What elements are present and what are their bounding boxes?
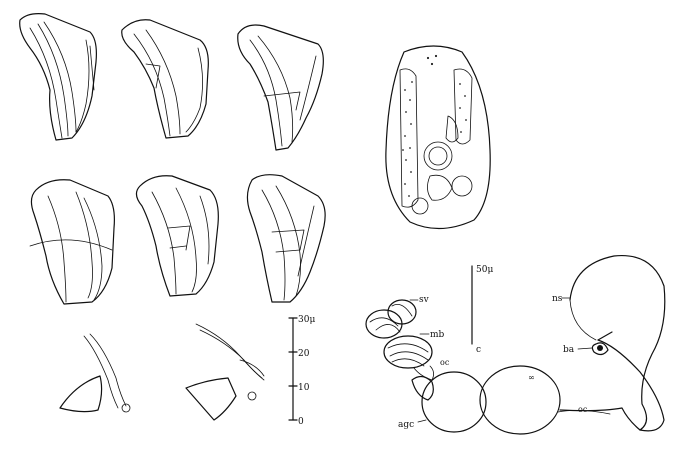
cross-section-drawing [385, 45, 491, 230]
scale-a-tick-20: 20 [298, 349, 310, 359]
label-sv: sv [419, 295, 430, 305]
reproductive-system-drawing [365, 254, 666, 435]
scale-a-tick-0: 0 [298, 417, 304, 427]
sclerite-drawing-3 [237, 24, 324, 151]
sclerite-drawing-5 [135, 175, 219, 297]
label-ba: ba [563, 345, 575, 355]
sclerite-drawing-4 [29, 179, 115, 305]
sclerite-drawing-2 [121, 19, 209, 139]
scale-a-tick-10: 10 [298, 383, 310, 393]
label-mb: mb [430, 330, 445, 340]
scale-bar-a: 30μ 20 10 0 [288, 315, 315, 427]
small-sclerite-drawing-1 [59, 333, 131, 413]
sclerite-drawing-1 [19, 13, 97, 141]
label-mid-2: oc [578, 405, 588, 414]
scale-bar-b: 50μ c [471, 265, 493, 355]
label-oc: oc [440, 358, 450, 367]
scale-a-tick-30: 30μ [298, 315, 315, 325]
scale-b-letter: c [476, 345, 481, 355]
scale-b-label: 50μ [476, 265, 493, 275]
sclerite-drawing-6 [246, 174, 326, 303]
label-ns: ns [552, 294, 563, 304]
label-mid-1: ∞ [528, 373, 535, 382]
small-sclerite-drawing-2 [185, 323, 265, 421]
label-agc: agc [398, 420, 414, 430]
